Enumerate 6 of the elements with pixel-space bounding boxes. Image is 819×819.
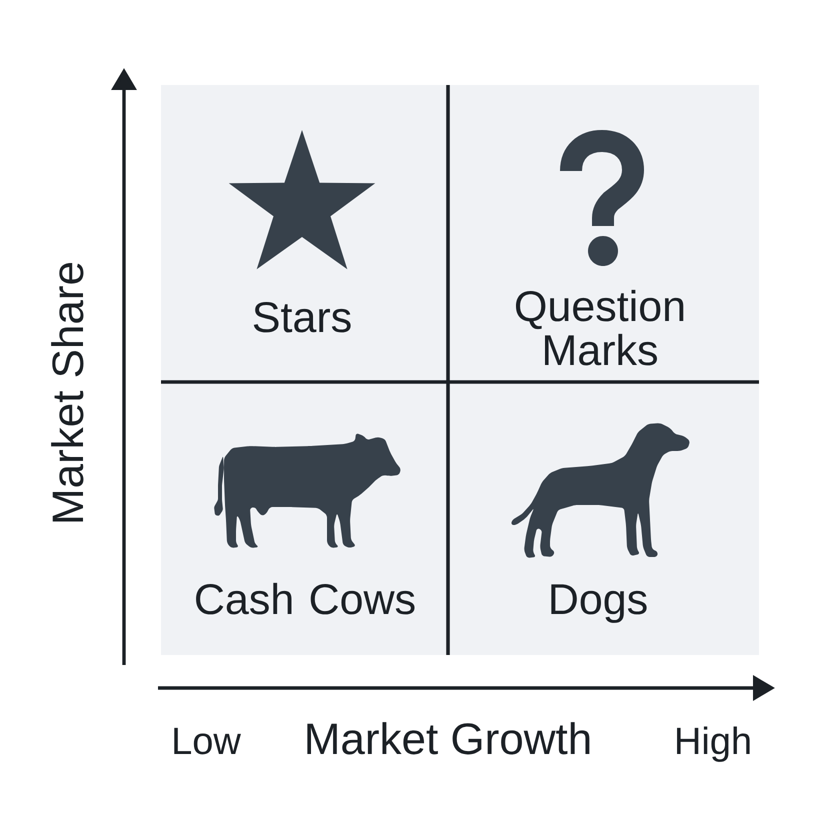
axis-title: Market Share xyxy=(51,262,84,522)
matrix-cell: Question Marks xyxy=(450,85,759,380)
axis-title: Market Growth xyxy=(307,722,590,754)
axis-end-label: High xyxy=(677,726,750,762)
axis-end-label: Low xyxy=(174,728,241,754)
matrix-cell: Stars xyxy=(161,85,446,380)
